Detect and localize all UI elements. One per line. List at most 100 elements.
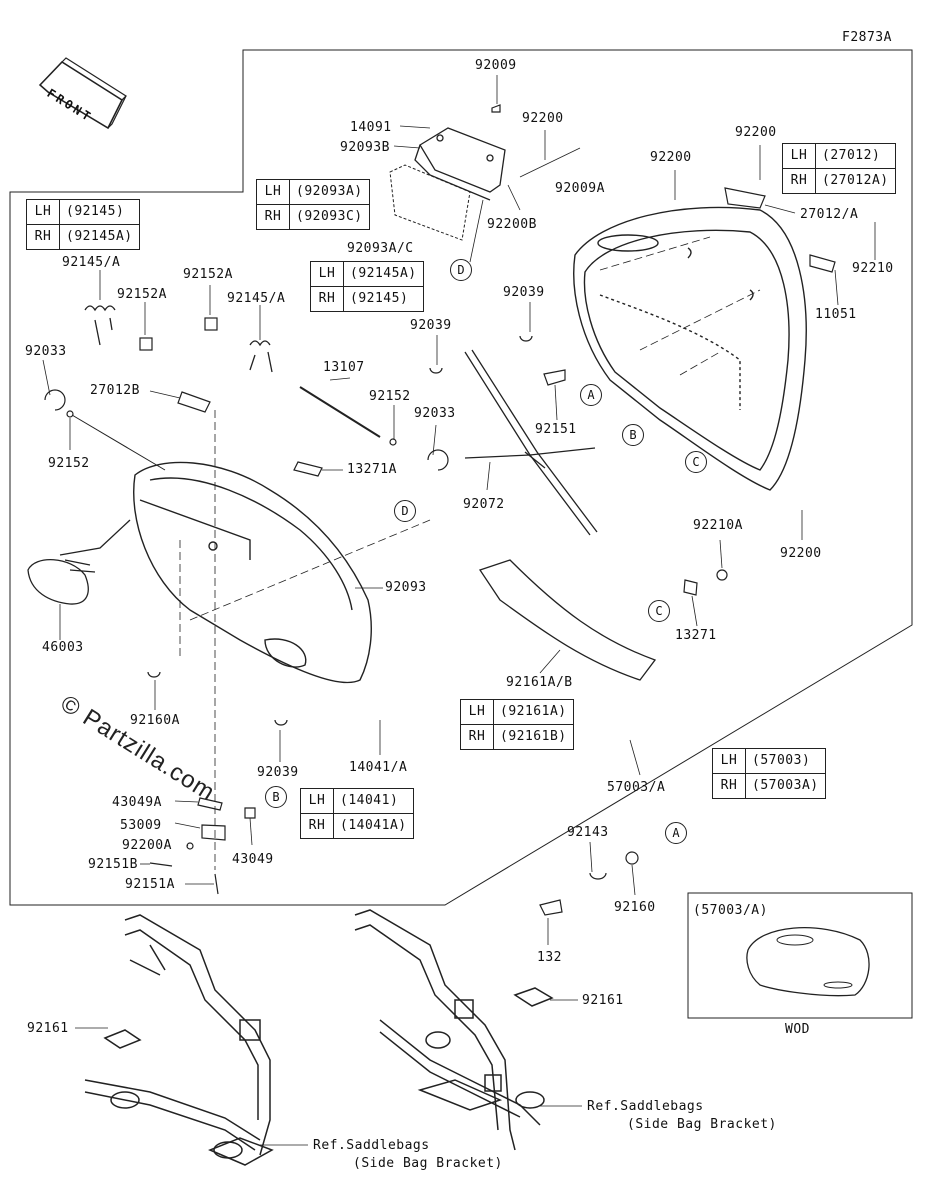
side-cell: RH bbox=[26, 224, 60, 250]
table-row: RH(92145A) bbox=[26, 224, 140, 250]
table-row: LH(92145A) bbox=[310, 261, 424, 287]
callout-c: C bbox=[685, 451, 707, 473]
part-label-92152: 92152 bbox=[369, 389, 411, 404]
part-label-14041a: 14041/A bbox=[349, 760, 408, 775]
part-cell: (92093A) bbox=[289, 179, 370, 205]
ref-saddlebags-label: Ref.Saddlebags bbox=[313, 1138, 430, 1153]
gasket-92093ac bbox=[389, 164, 471, 241]
lh-rh-table-92145-right: LH(92145A) RH(92145) bbox=[310, 261, 424, 312]
part-label-92039: 92039 bbox=[503, 285, 545, 300]
callout-d: D bbox=[394, 500, 416, 522]
part-label-27012b: 27012B bbox=[90, 383, 140, 398]
rod-13107 bbox=[299, 386, 381, 438]
part-label-92033: 92033 bbox=[414, 406, 456, 421]
part-label-92200: 92200 bbox=[780, 546, 822, 561]
guide-lines bbox=[179, 236, 761, 870]
spring-92145-right bbox=[249, 340, 273, 373]
table-row: RH(27012A) bbox=[782, 168, 896, 194]
part-label-92200b: 92200B bbox=[487, 217, 537, 232]
wod-inset-title: (57003/A) bbox=[693, 903, 768, 918]
table-row: RH(92145) bbox=[310, 286, 424, 312]
table-row: RH(92093C) bbox=[256, 204, 370, 230]
table-row: RH(57003A) bbox=[712, 773, 826, 799]
side-cell: LH bbox=[256, 179, 290, 205]
part-label-13271a: 13271A bbox=[347, 462, 397, 477]
part-label-92152a: 92152A bbox=[183, 267, 233, 282]
part-label-92093b: 92093B bbox=[340, 140, 390, 155]
hinge-14091 bbox=[414, 127, 506, 201]
side-cell: LH bbox=[782, 143, 816, 169]
lh-rh-table-14041: LH(14041) RH(14041A) bbox=[300, 788, 414, 839]
ref-side-bag-bracket-label: (Side Bag Bracket) bbox=[627, 1117, 777, 1132]
side-cell: LH bbox=[26, 199, 60, 225]
part-cell: (92145) bbox=[59, 199, 140, 225]
part-label-92143: 92143 bbox=[567, 825, 609, 840]
part-label-92200: 92200 bbox=[735, 125, 777, 140]
part-label-27012a: 27012/A bbox=[800, 207, 859, 222]
part-label-92145a: 92145/A bbox=[62, 255, 121, 270]
part-label-11051: 11051 bbox=[815, 307, 857, 322]
table-row: RH(92161B) bbox=[460, 724, 574, 750]
part-label-92200a: 92200A bbox=[122, 838, 172, 853]
side-cell: RH bbox=[712, 773, 746, 799]
part-label-92145a: 92145/A bbox=[227, 291, 286, 306]
part-cell: (92145A) bbox=[59, 224, 140, 250]
lh-rh-table-92093: LH(92093A) RH(92093C) bbox=[256, 179, 370, 230]
table-row: RH(14041A) bbox=[300, 813, 414, 839]
callout-c: C bbox=[648, 600, 670, 622]
part-label-92039: 92039 bbox=[410, 318, 452, 333]
part-cell: (14041A) bbox=[333, 813, 414, 839]
part-label-92160: 92160 bbox=[614, 900, 656, 915]
figure-id-label: F2873A bbox=[842, 30, 892, 45]
assembly-frame bbox=[9, 49, 913, 906]
part-label-92009: 92009 bbox=[475, 58, 517, 73]
part-cell: (92161B) bbox=[493, 724, 574, 750]
leader-lines bbox=[42, 75, 876, 1146]
side-cell: LH bbox=[712, 748, 746, 774]
wod-inset-frame bbox=[687, 892, 913, 1019]
side-bag-bracket-right bbox=[354, 909, 554, 1151]
callout-a: A bbox=[580, 384, 602, 406]
wod-label: WOD bbox=[785, 1022, 810, 1037]
part-cell: (57003A) bbox=[745, 773, 826, 799]
part-label-92200: 92200 bbox=[522, 111, 564, 126]
ref-saddlebags-label: Ref.Saddlebags bbox=[587, 1099, 704, 1114]
side-cell: LH bbox=[300, 788, 334, 814]
fasteners bbox=[44, 104, 836, 916]
part-cell: (92161A) bbox=[493, 699, 574, 725]
part-cell: (27012) bbox=[815, 143, 896, 169]
part-label-92161: 92161 bbox=[27, 1021, 69, 1036]
callout-d: D bbox=[450, 259, 472, 281]
part-label-92160a: 92160A bbox=[130, 713, 180, 728]
part-label-92210: 92210 bbox=[852, 261, 894, 276]
part-cell: (92093C) bbox=[289, 204, 370, 230]
spring-92145-left bbox=[84, 305, 116, 346]
side-cell: LH bbox=[310, 261, 344, 287]
part-label-46003: 46003 bbox=[42, 640, 84, 655]
table-row: LH(92145) bbox=[26, 199, 140, 225]
ref-side-bag-bracket-label: (Side Bag Bracket) bbox=[353, 1156, 503, 1171]
right-saddlebag-shell bbox=[573, 206, 807, 491]
support-rod-92072 bbox=[464, 349, 598, 536]
part-label-92151: 92151 bbox=[535, 422, 577, 437]
side-cell: RH bbox=[460, 724, 494, 750]
table-row: LH(92093A) bbox=[256, 179, 370, 205]
side-cell: RH bbox=[310, 286, 344, 312]
part-label-92093: 92093 bbox=[385, 580, 427, 595]
part-label-13107: 13107 bbox=[323, 360, 365, 375]
lh-rh-table-92161: LH(92161A) RH(92161B) bbox=[460, 699, 574, 750]
left-saddlebag-shell bbox=[133, 461, 372, 684]
lh-rh-table-27012: LH(27012) RH(27012A) bbox=[782, 143, 896, 194]
table-row: LH(57003) bbox=[712, 748, 826, 774]
lh-rh-table-57003: LH(57003) RH(57003A) bbox=[712, 748, 826, 799]
part-label-57003a: 57003/A bbox=[607, 780, 666, 795]
latch-housing-46003 bbox=[27, 519, 131, 605]
side-cell: RH bbox=[300, 813, 334, 839]
callout-a: A bbox=[665, 822, 687, 844]
liner-92161ab bbox=[478, 559, 657, 681]
callout-b: B bbox=[265, 786, 287, 808]
part-label-92151a: 92151A bbox=[125, 877, 175, 892]
part-label-43049: 43049 bbox=[232, 852, 274, 867]
side-cell: RH bbox=[256, 204, 290, 230]
